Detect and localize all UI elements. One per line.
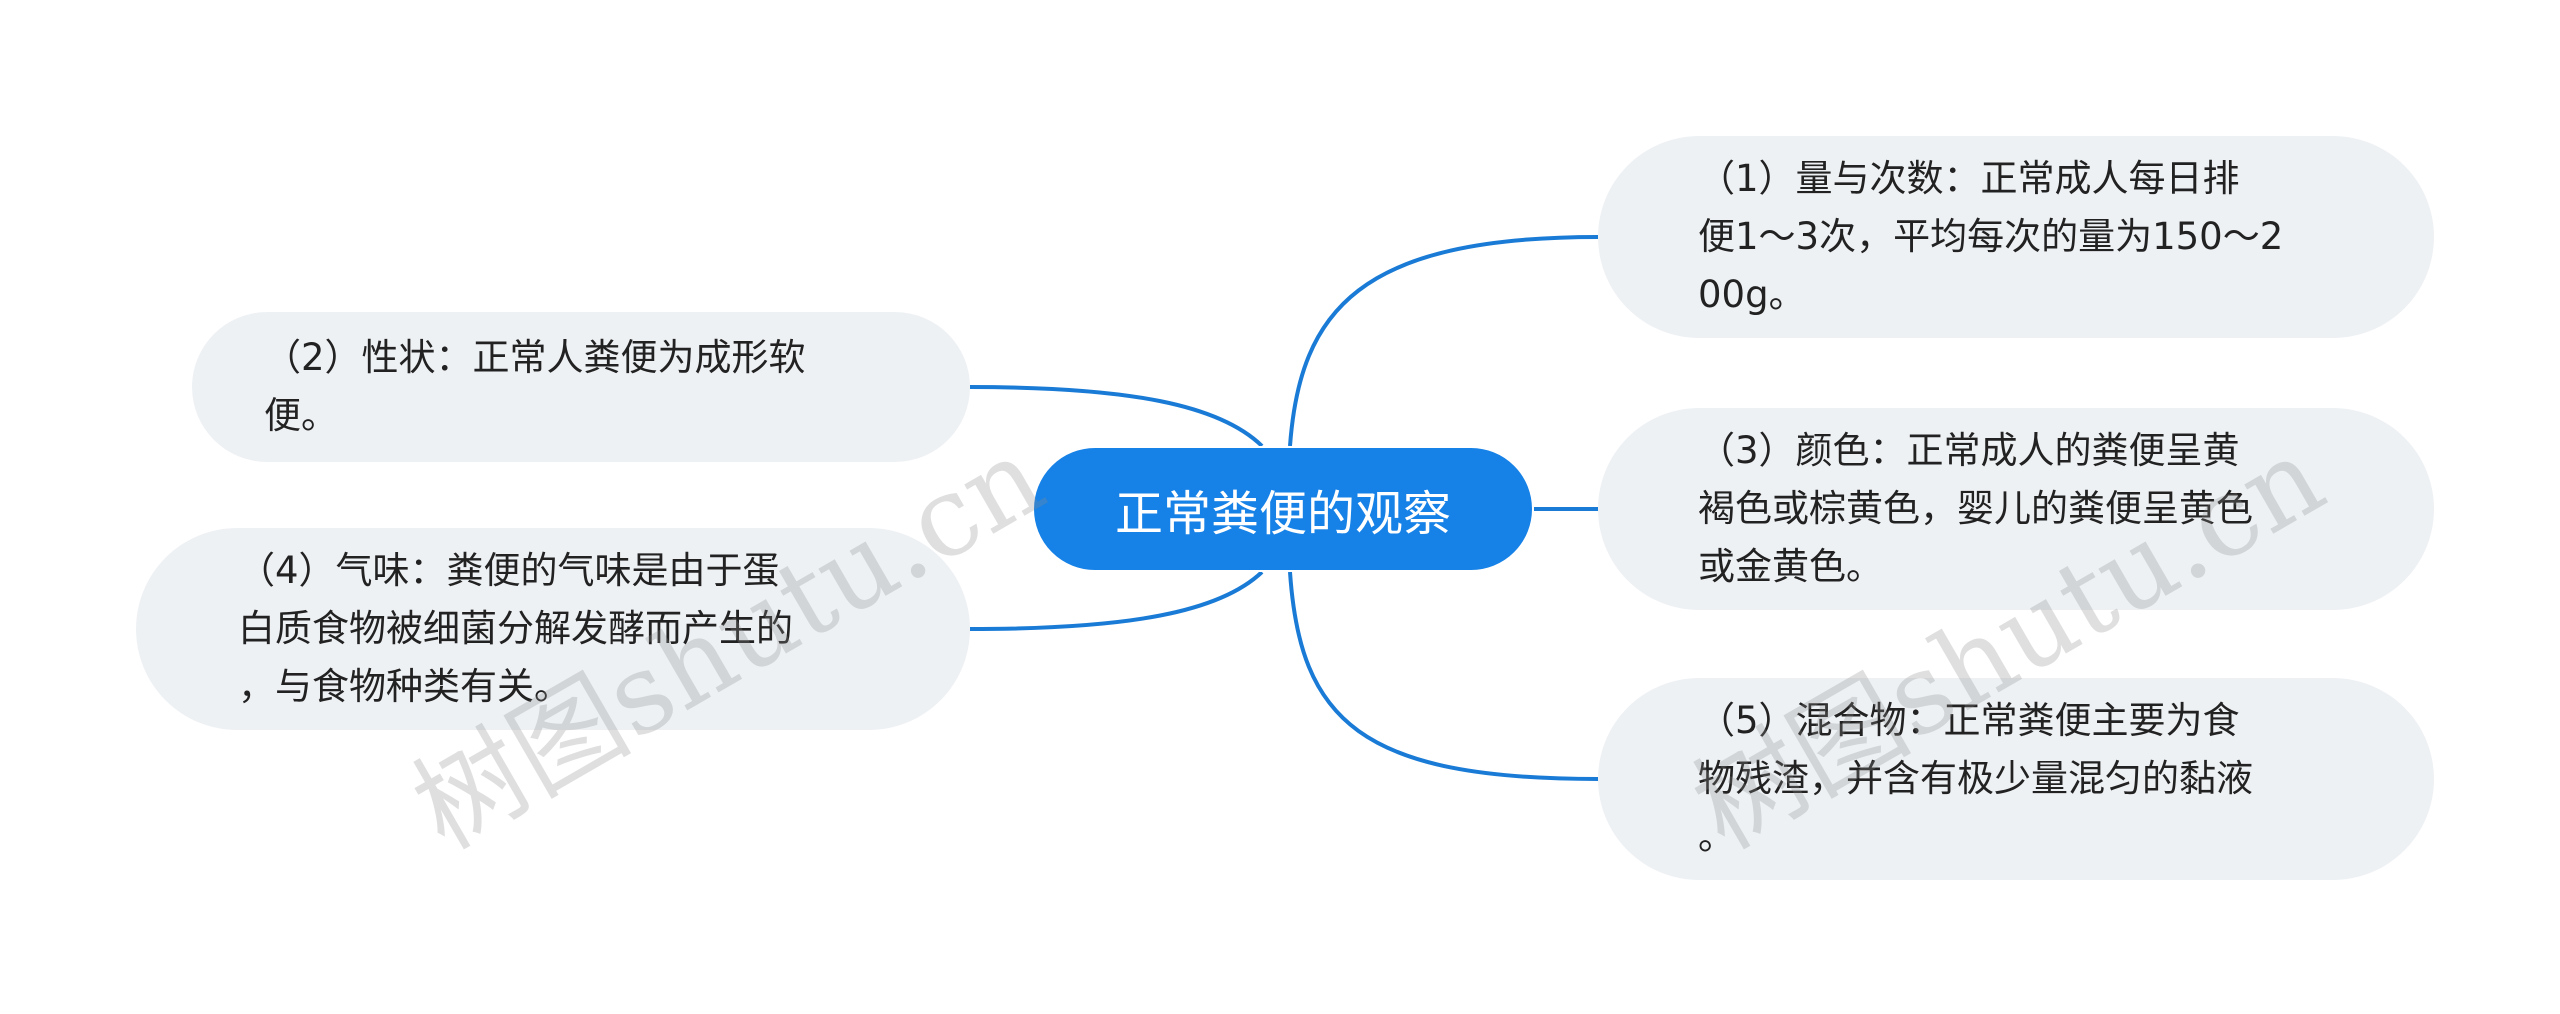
root-topic[interactable]: 正常粪便的观察 [1032,446,1534,572]
connector-root-t4 [969,570,1264,631]
topic-color[interactable]: （3）颜色：正常成人的粪便呈黄 褐色或棕黄色，婴儿的粪便呈黄色 或金黄色。 [1598,408,2434,610]
topic-quantity-frequency-text: （1）量与次数：正常成人每日排 便1～3次，平均每次的量为150～2 00g。 [1698,157,2284,316]
connector-root-t5 [1288,571,1599,781]
connector-root-t2 [969,385,1264,448]
topic-mixture-text: （5）混合物：正常粪便主要为食 物残渣，并含有极少量混匀的黏液 。 [1698,699,2253,858]
connector-root-t1 [1288,235,1599,447]
topic-shape[interactable]: （2）性状：正常人粪便为成形软 便。 [192,312,970,462]
root-topic-label: 正常粪便的观察 [1114,486,1451,542]
topic-odor[interactable]: （4）气味：粪便的气味是由于蛋 白质食物被细菌分解发酵而产生的 ，与食物种类有关… [136,528,970,730]
topic-quantity-frequency[interactable]: （1）量与次数：正常成人每日排 便1～3次，平均每次的量为150～2 00g。 [1598,136,2434,338]
topic-color-text: （3）颜色：正常成人的粪便呈黄 褐色或棕黄色，婴儿的粪便呈黄色 或金黄色。 [1698,429,2253,588]
topic-odor-text: （4）气味：粪便的气味是由于蛋 白质食物被细菌分解发酵而产生的 ，与食物种类有关… [238,549,793,708]
topic-shape-text: （2）性状：正常人粪便为成形软 便。 [264,336,806,437]
topic-mixture[interactable]: （5）混合物：正常粪便主要为食 物残渣，并含有极少量混匀的黏液 。 [1598,678,2434,880]
